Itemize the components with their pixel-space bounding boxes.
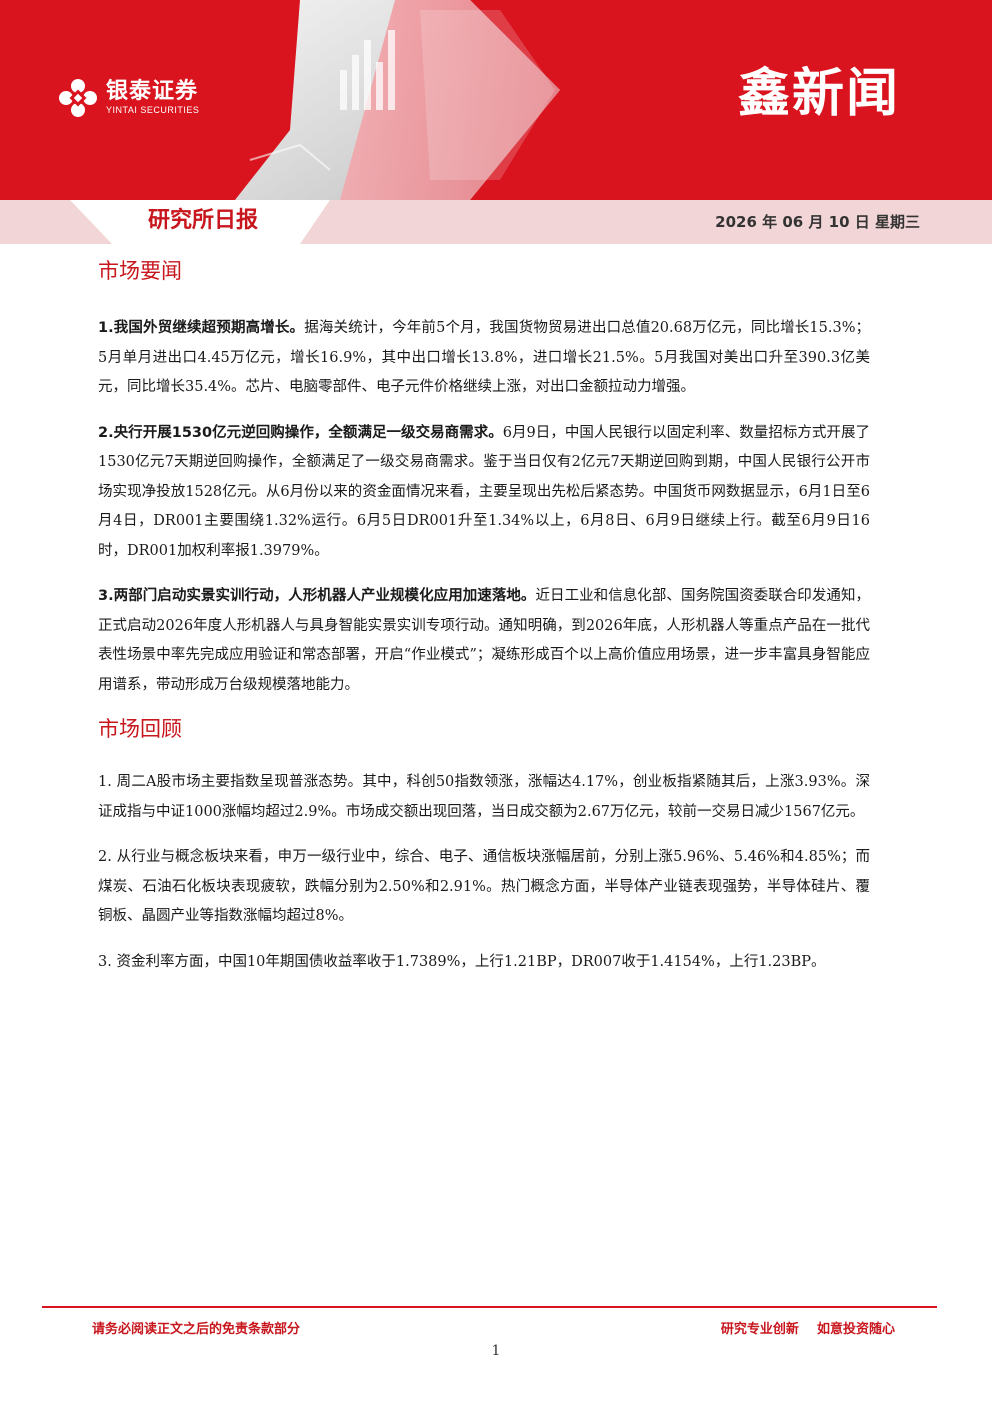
subband-decoration <box>70 200 330 244</box>
news-item-lead: 2.央行开展1530亿元逆回购操作，全额满足一级交易商需求。 <box>98 424 503 441</box>
news-item-body: 据海关统计，今年前5个月，我国货物贸易进出口总值20.68万亿元，同比增长15.… <box>98 320 870 395</box>
brand-title: 鑫新闻 <box>737 64 900 124</box>
footer-divider <box>42 1306 937 1308</box>
footer-slogan: 研究专业创新 如意投资随心 <box>720 1322 895 1337</box>
review-item-2: 2. 从行业与概念板块来看，申万一级行业中，综合、电子、通信板块涨幅居前，分别上… <box>98 843 870 932</box>
news-item-body: 6月9日，中国人民银行以固定利率、数量招标方式开展了1530亿元7天期逆回购操作… <box>98 424 870 559</box>
subtitle-band <box>0 200 992 244</box>
news-item-3: 3.两部门启动实景实训行动，人形机器人产业规模化应用加速落地。近日工业和信息化部… <box>98 582 870 700</box>
header-banner: 银泰证券 YINTAI SECURITIES 鑫新闻 <box>0 0 992 200</box>
company-logo: 银泰证券 YINTAI SECURITIES <box>58 78 199 118</box>
logo-mark-icon <box>59 79 97 117</box>
review-item-body: 1. 周二A股市场主要指数呈现普涨态势。其中，科创50指数领涨，涨幅达4.17%… <box>98 774 870 820</box>
report-date: 2026 年 06 月 10 日 星期三 <box>715 213 920 231</box>
logo-text: 银泰证券 YINTAI SECURITIES <box>106 80 199 116</box>
review-item-body: 3. 资金利率方面，中国10年期国债收益率收于1.7389%，上行1.21BP，… <box>98 953 826 970</box>
news-item-body: 近日工业和信息化部、国务院国资委联合印发通知，正式启动2026年度人形机器人与具… <box>98 588 870 693</box>
review-item-1: 1. 周二A股市场主要指数呈现普涨态势。其中，科创50指数领涨，涨幅达4.17%… <box>98 768 870 827</box>
logo-en: YINTAI SECURITIES <box>106 105 200 115</box>
page-number: 1 <box>491 1343 501 1359</box>
news-item-2: 2.央行开展1530亿元逆回购操作，全额满足一级交易商需求。6月9日，中国人民银… <box>98 419 870 567</box>
main-content: 市场要闻 1.我国外贸继续超预期高增长。据海关统计，今年前5个月，我国货物贸易进… <box>98 254 870 977</box>
review-item-3: 3. 资金利率方面，中国10年期国债收益率收于1.7389%，上行1.21BP，… <box>98 948 870 978</box>
footer-disclaimer: 请务必阅读正文之后的免责条款部分 <box>92 1322 301 1337</box>
news-item-1: 1.我国外贸继续超预期高增长。据海关统计，今年前5个月，我国货物贸易进出口总值2… <box>98 314 870 403</box>
section-title-market-review: 市场回顾 <box>98 717 182 741</box>
banner-decoration <box>235 0 560 200</box>
news-item-lead: 3.两部门启动实景实训行动，人形机器人产业规模化应用加速落地。 <box>98 588 536 604</box>
news-item-lead: 1.我国外贸继续超预期高增长。 <box>98 320 305 336</box>
review-item-body: 2. 从行业与概念板块来看，申万一级行业中，综合、电子、通信板块涨幅居前，分别上… <box>98 849 870 924</box>
section-title-market-news: 市场要闻 <box>98 259 182 283</box>
report-title: 研究所日报 <box>148 208 259 233</box>
logo-cn: 银泰证券 <box>106 79 199 104</box>
